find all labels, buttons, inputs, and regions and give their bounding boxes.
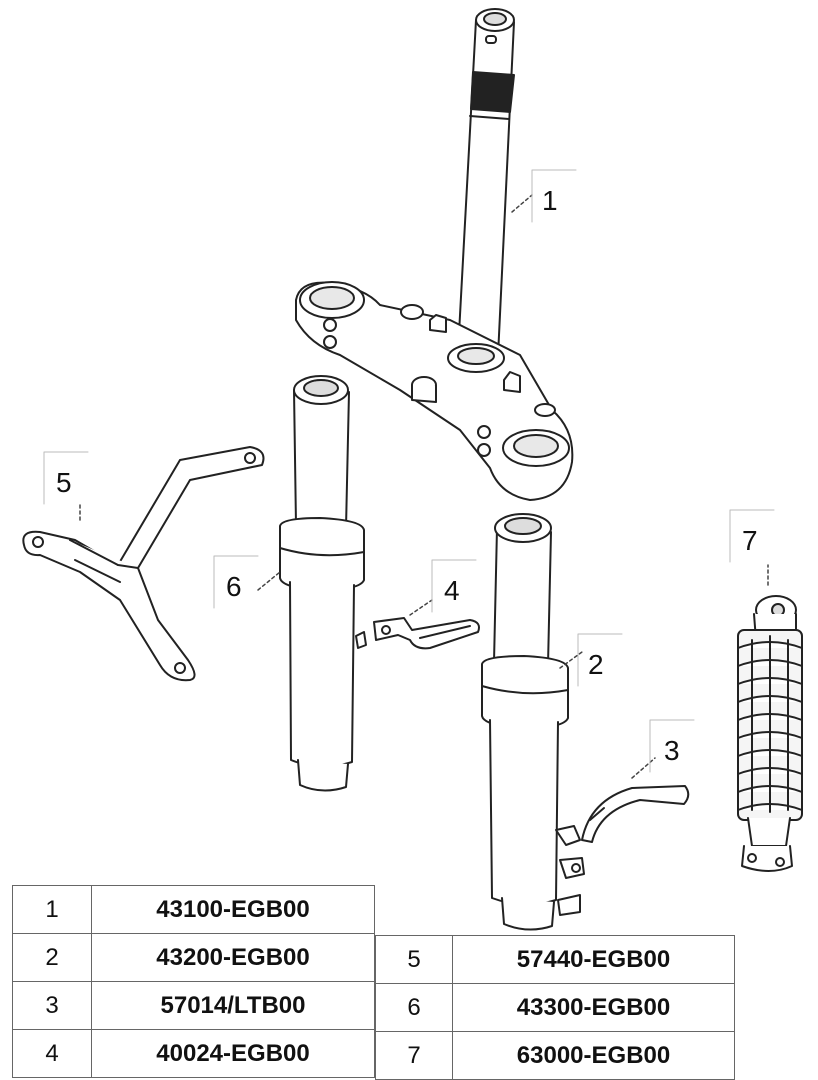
- shock-spring-coils: [737, 629, 803, 821]
- table-row: 2 43200-EGB00: [12, 933, 375, 982]
- part-number: 1: [12, 885, 92, 934]
- part-number: 2: [12, 933, 92, 982]
- callout-2: 2: [588, 649, 604, 680]
- parts-table-right: 5 57440-EGB00 6 43300-EGB00 7 63000-EGB0…: [375, 935, 735, 1080]
- fender-bracket: [22, 446, 265, 682]
- callout-6: 6: [226, 571, 242, 602]
- part-number: 6: [375, 983, 453, 1032]
- callout-leaders: [79, 194, 769, 779]
- left-fork-leg: [279, 375, 367, 792]
- callout-5: 5: [56, 467, 72, 498]
- callout-frames: [43, 169, 775, 773]
- triple-clamp: [295, 281, 574, 501]
- part-code: 43300-EGB00: [452, 983, 735, 1032]
- parts-table-left: 1 43100-EGB00 2 43200-EGB00 3 57014/LTB0…: [12, 885, 375, 1078]
- table-row: 6 43300-EGB00: [375, 983, 735, 1032]
- callout-1: 1: [542, 185, 558, 216]
- part-number: 7: [375, 1031, 453, 1080]
- steering-stem: [457, 8, 515, 357]
- part-code: 43200-EGB00: [91, 933, 375, 982]
- part-code: 63000-EGB00: [452, 1031, 735, 1080]
- hose-clip: [373, 617, 480, 650]
- part-code: 40024-EGB00: [91, 1029, 375, 1078]
- part-number: 3: [12, 981, 92, 1030]
- part-number: 5: [375, 935, 453, 984]
- table-row: 1 43100-EGB00: [12, 885, 375, 934]
- callout-7: 7: [742, 525, 758, 556]
- callout-3: 3: [664, 735, 680, 766]
- table-row: 7 63000-EGB00: [375, 1031, 735, 1080]
- table-row: 3 57014/LTB00: [12, 981, 375, 1030]
- part-code: 43100-EGB00: [91, 885, 375, 934]
- table-row: 5 57440-EGB00: [375, 935, 735, 984]
- right-fork-leg: [481, 513, 585, 931]
- callout-4: 4: [444, 575, 460, 606]
- hose-guide: [581, 785, 690, 843]
- rear-shock-absorber: [737, 595, 803, 872]
- part-code: 57440-EGB00: [452, 935, 735, 984]
- table-row: 4 40024-EGB00: [12, 1029, 375, 1078]
- part-number: 4: [12, 1029, 92, 1078]
- part-code: 57014/LTB00: [91, 981, 375, 1030]
